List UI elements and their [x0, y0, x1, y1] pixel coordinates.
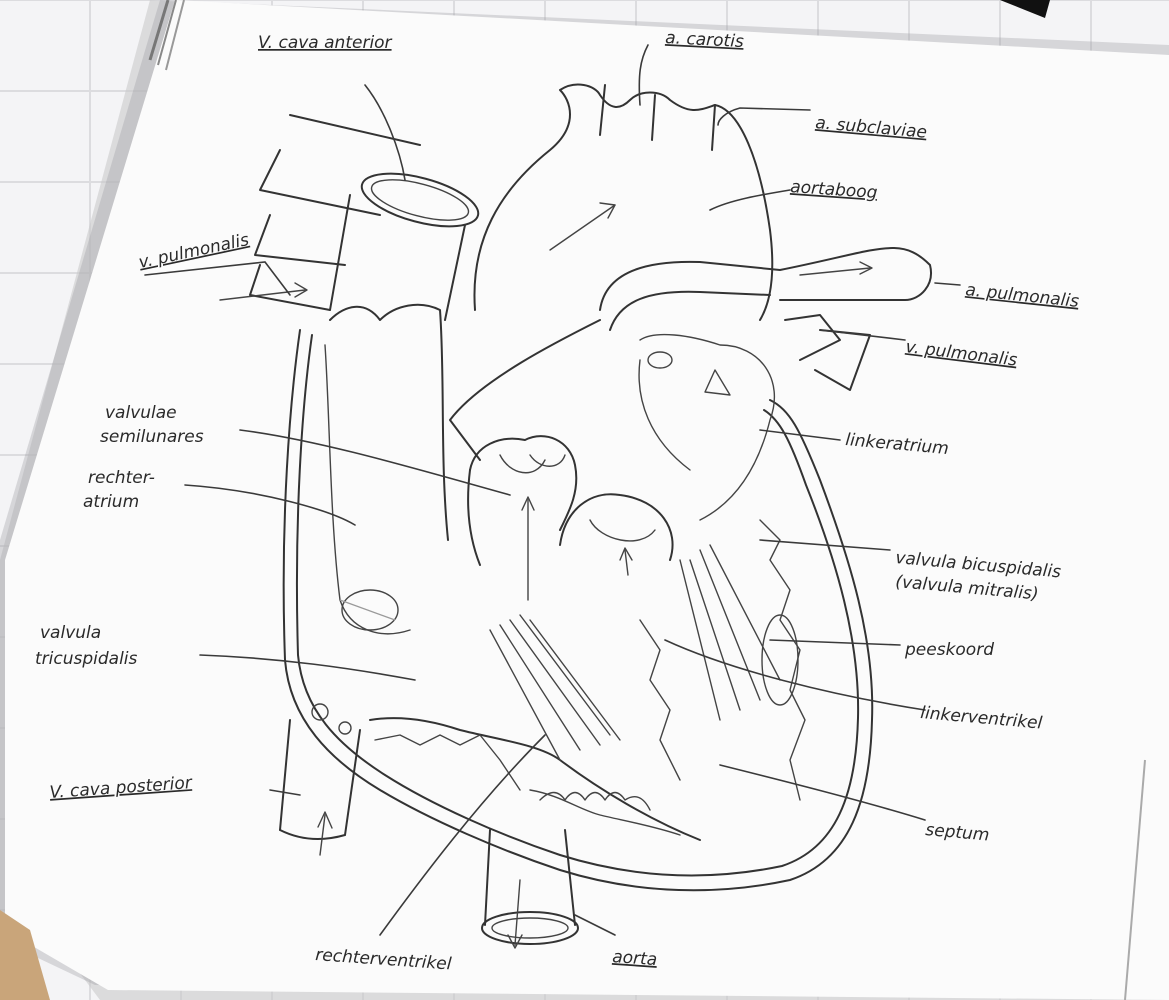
- corner-mark: [1000, 0, 1050, 18]
- label-rechteratrium-2: atrium: [83, 492, 139, 512]
- label-valvula-tricuspidalis-2: tricuspidalis: [35, 649, 138, 669]
- label-v-cava-anterior-1: V. cava anterior: [258, 33, 393, 53]
- label-peeskoord: peeskoord: [904, 640, 994, 660]
- label-aorta: aorta: [612, 947, 658, 970]
- label-a-carotis: a. carotis: [665, 28, 745, 52]
- label-valvula-tricuspidalis-1: valvula: [40, 623, 101, 643]
- label-valvulae-semilunares-2: semilunares: [100, 427, 204, 447]
- label-valvulae-semilunares-1: valvulae: [105, 403, 177, 423]
- label-rechteratrium-1: rechter-: [88, 468, 155, 488]
